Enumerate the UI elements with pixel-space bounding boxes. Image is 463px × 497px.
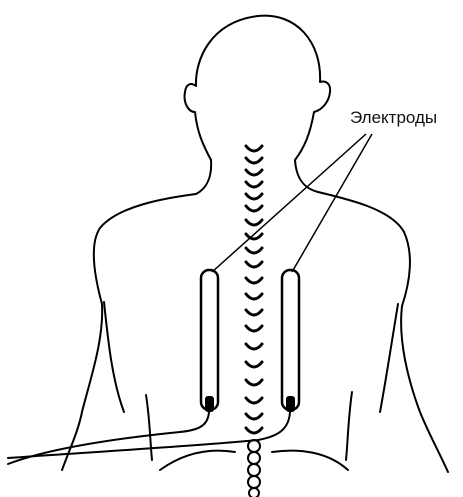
head-outline bbox=[185, 16, 331, 160]
torso-left-outline bbox=[62, 160, 211, 470]
left-buttock-line bbox=[160, 451, 235, 470]
torso-right-outline bbox=[295, 160, 448, 472]
left-arm-line bbox=[104, 302, 124, 412]
left-arm-crease bbox=[146, 395, 152, 460]
right-arm-crease bbox=[346, 392, 352, 460]
spine-vertebrae-icon bbox=[246, 146, 262, 433]
right-arm-line bbox=[380, 304, 398, 412]
electrode-right-icon bbox=[282, 270, 299, 412]
electrodes-label: Электроды bbox=[350, 108, 437, 128]
electrode-left-icon bbox=[201, 270, 218, 412]
sacrum-icon bbox=[248, 440, 260, 497]
right-buttock-line bbox=[272, 451, 348, 470]
label-leader-lines bbox=[212, 134, 372, 272]
